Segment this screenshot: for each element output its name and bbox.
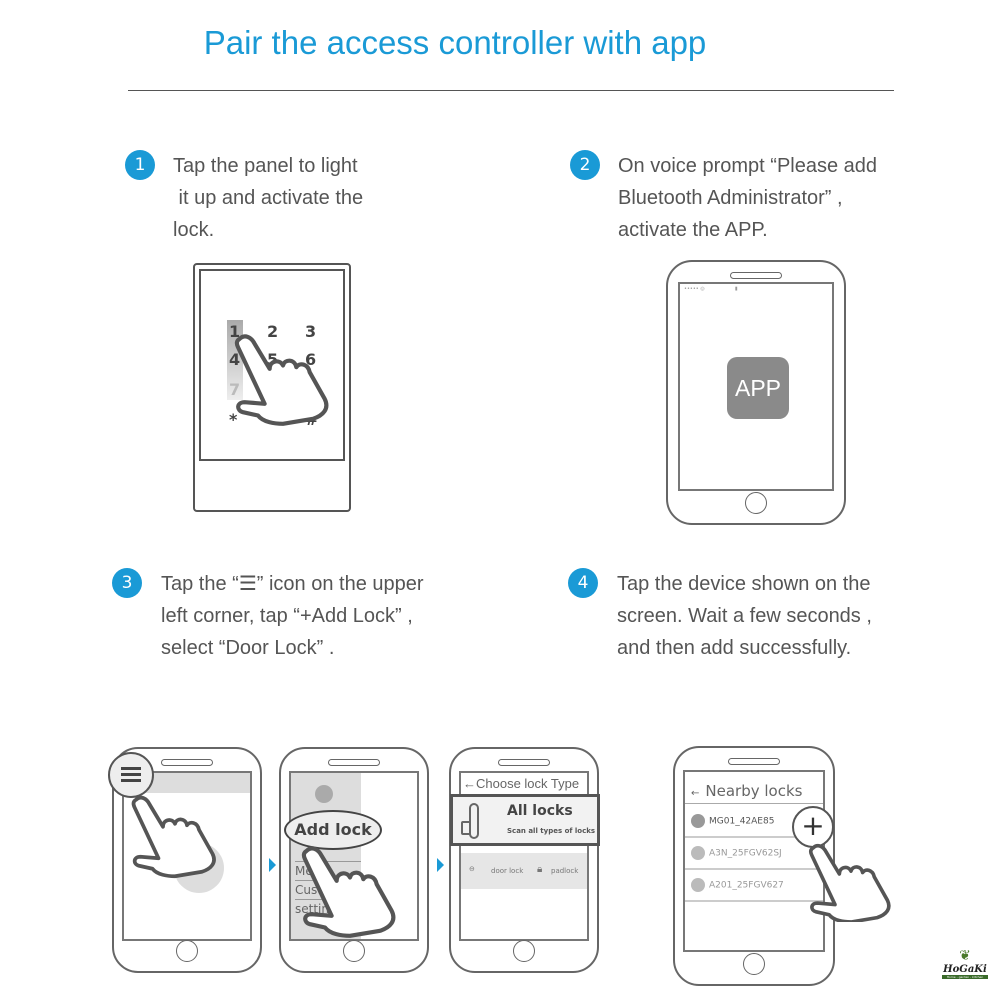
logo-tagline: Home - garden - kitchen: [942, 975, 988, 979]
screen-title: Nearby locks: [705, 782, 803, 800]
access-controller: 1 2 3 4 5 6 7 * #: [193, 263, 351, 512]
step-3-badge: 3: [112, 568, 142, 598]
hand-pointer-icon: [130, 790, 220, 880]
app-icon[interactable]: APP: [727, 357, 789, 419]
device-name: A201_25FGV627: [709, 880, 784, 891]
divider: [128, 90, 894, 91]
step-2-text: On voice prompt “Please add Bluetooth Ad…: [618, 155, 878, 241]
padlock-option[interactable]: padlock: [551, 867, 579, 875]
key-7[interactable]: 7: [229, 380, 241, 399]
key-2[interactable]: 2: [267, 322, 279, 341]
phone-nearby-locks: ←Nearby locks MG01_42AE85 A3N_25FGV62SJ …: [673, 746, 835, 986]
next-arrow-icon: [269, 858, 276, 872]
step-1-text: Tap the panel to light it up and activat…: [173, 155, 364, 241]
device-name: MG01_42AE85: [709, 816, 775, 827]
all-locks-subtitle: Scan all types of locks: [507, 827, 596, 835]
phone-choose-lock-type: ←Choose lock Type ⊖ door lock 🔒︎ padlock: [449, 747, 599, 973]
key-6[interactable]: 6: [305, 350, 317, 369]
page-title: Pair the access controller with app: [203, 24, 707, 61]
leaf-house-icon: ❦: [959, 948, 971, 964]
lock-icon: [691, 814, 705, 828]
door-lock-icon: ⊖: [469, 865, 475, 873]
add-lock-button[interactable]: Add lock: [284, 810, 382, 850]
key-5[interactable]: 5: [267, 350, 279, 369]
all-locks-label: All locks: [507, 803, 573, 819]
device-row[interactable]: A201_25FGV627: [685, 870, 823, 902]
key-1[interactable]: 1: [229, 322, 241, 341]
step-1-badge: 1: [125, 150, 155, 180]
menu-icon[interactable]: [108, 752, 154, 798]
device-row[interactable]: A3N_25FGV62SJ: [685, 838, 823, 870]
screen-title: ←Choose lock Type: [463, 776, 580, 791]
hogaki-logo: ❦ HoGaKi Home - garden - kitchen: [942, 948, 988, 994]
hand-pointer-icon: [233, 323, 333, 433]
hand-pointer-icon: [806, 842, 896, 922]
key-3[interactable]: 3: [305, 322, 317, 341]
logo-name: HoGaKi: [943, 964, 987, 975]
back-button[interactable]: ←: [691, 788, 700, 799]
step-4-text: Tap the device shown on the screen. Wait…: [617, 573, 872, 659]
step-2-badge: 2: [570, 150, 600, 180]
all-locks-option[interactable]: All locks Scan all types of locks: [450, 794, 600, 846]
add-device-button[interactable]: +: [792, 806, 834, 848]
lock-icon: [691, 878, 705, 892]
key-4[interactable]: 4: [229, 350, 241, 369]
padlock-icon: 🔒︎: [537, 864, 543, 875]
phone-step-2: ••••• ◎ ▮ APP: [666, 260, 846, 525]
device-name: A3N_25FGV62SJ: [709, 848, 782, 859]
door-lock-option[interactable]: door lock: [491, 867, 524, 875]
key-star[interactable]: *: [229, 410, 238, 429]
next-arrow-icon: [437, 858, 444, 872]
lock-icon: [691, 846, 705, 860]
step-4-badge: 4: [568, 568, 598, 598]
step-3-text: Tap the “☰” icon on the upper left corne…: [161, 573, 424, 659]
device-row[interactable]: MG01_42AE85: [685, 806, 823, 838]
hand-pointer-icon: [300, 840, 400, 940]
